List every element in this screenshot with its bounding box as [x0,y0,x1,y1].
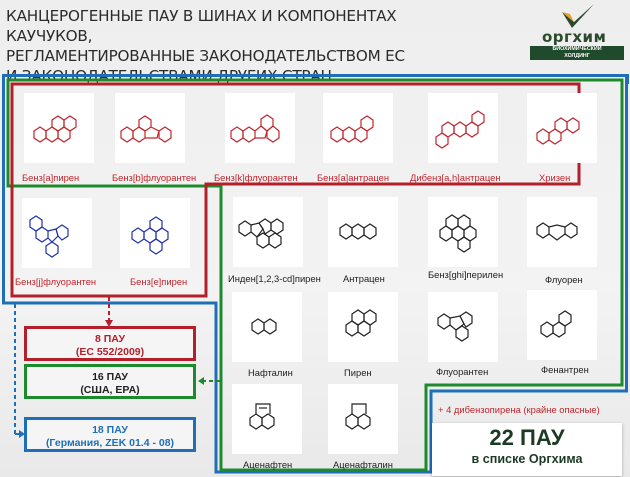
compound-card-chrysene [527,93,597,163]
compound-card-benzo-e-pyrene [120,198,190,268]
compound-label: Бенз[k]флуорантен [214,172,298,183]
benzo-b-fluoranthene-structure-icon [120,115,172,143]
compound-card-benzo-j-fluoranthene [22,198,92,268]
compound-label: Нафталин [248,367,293,378]
compound-card-acenaphthylene [328,384,398,454]
benzo-j-fluoranthene-structure-icon [29,215,69,258]
total-subtitle: в списке Оргхима [471,452,583,466]
logo-tagline: БИОХИМИЧЕСКИЙ ХОЛДИНГ [530,46,624,60]
compound-label: Антрацен [343,273,385,284]
compound-card-dibenz-a-h-anthracene [428,93,498,163]
compound-label: Инден[1,2,3-cd]пирен [228,273,321,284]
compound-label: Аценафталин [333,459,393,470]
compound-label: Бенз[b]флуорантен [112,172,197,183]
compound-card-naphthalene [232,292,302,362]
compound-label: Дибенз[a,h]антрацен [410,172,501,183]
compound-label: Флуорен [545,274,583,285]
compound-label: Бенз[a]антрацен [317,172,390,183]
compound-label: Пирен [344,367,372,378]
legend-germany-source: (Германия, ZEK 01.4 - 08) [45,437,175,449]
legend-germany-box: 18 ПАУ (Германия, ZEK 01.4 - 08) [24,417,196,452]
legend-eu-count: 8 ПАУ [94,333,126,345]
compound-label: Бенз[ghi]перилен [428,269,504,280]
compound-card-fluoranthene [428,292,498,362]
pyrene-structure-icon [345,309,377,337]
acenaphthene-structure-icon [249,403,275,430]
benzo-ghi-perylene-structure-icon [439,214,477,253]
compound-card-fluorene [527,197,597,267]
legend-germany-count: 18 ПАУ [92,424,128,436]
legend-usa-source: (США, EPA) [80,384,140,396]
benzo-a-pyrene-structure-icon [33,115,77,143]
compound-card-benzo-k-fluoranthene [225,93,295,163]
benz-a-anthracene-structure-icon [330,115,374,143]
compound-label: Флуорантен [436,366,489,377]
dibenz-a-h-anthracene-structure-icon [435,110,485,149]
compound-card-benzo-b-fluoranthene [115,93,185,163]
indeno-pyrene-structure-icon [238,218,284,249]
benzo-k-fluoranthene-structure-icon [230,114,280,143]
benzo-e-pyrene-structure-icon [131,216,169,255]
compound-label: Бенз[j]флуорантен [15,276,97,287]
legend-eu-source: (ЕС 552/2009) [75,346,145,358]
compound-label: Аценафтен [243,459,293,470]
acenaphthylene-structure-icon [345,403,371,430]
dibenzopyrene-note: + 4 дибензопирена (крайне опасные) [438,404,600,415]
compound-card-benzo-a-pyrene [24,93,94,163]
total-count: 22 ПАУ [489,425,565,450]
compound-card-phenanthrene [527,290,597,360]
fluoranthene-structure-icon [437,311,473,342]
compound-label: Хризен [539,172,571,183]
naphthalene-structure-icon [251,318,277,335]
legend-usa-count: 16 ПАУ [92,371,128,383]
anthracene-structure-icon [339,223,377,240]
fluorene-structure-icon [536,222,578,241]
legend-eu-box: 8 ПАУ (ЕС 552/2009) [24,326,196,361]
orgkhim-logo: оргхим БИОХИМИЧЕСКИЙ ХОЛДИНГ [528,2,624,60]
compound-label: Бенз[a]пирен [22,172,80,183]
chrysene-structure-icon [536,117,580,145]
legend-usa-box: 16 ПАУ (США, EPA) [24,364,196,399]
logo-brand: оргхим [542,28,607,46]
compound-card-indeno-pyrene [233,197,303,267]
compound-card-benzo-ghi-perylene [428,197,498,267]
compound-card-pyrene [328,292,398,362]
phenanthrene-structure-icon [540,310,572,338]
compound-label: Фенантрен [541,364,589,375]
checkmark-logo-icon [562,4,594,28]
compound-card-anthracene [328,197,398,267]
compound-label: Бенз[e]пирен [130,276,188,287]
compound-card-acenaphthene [232,384,302,454]
total-summary-box: 22 ПАУ в списке Оргхима [432,423,622,476]
compound-card-benz-a-anthracene [323,93,393,163]
